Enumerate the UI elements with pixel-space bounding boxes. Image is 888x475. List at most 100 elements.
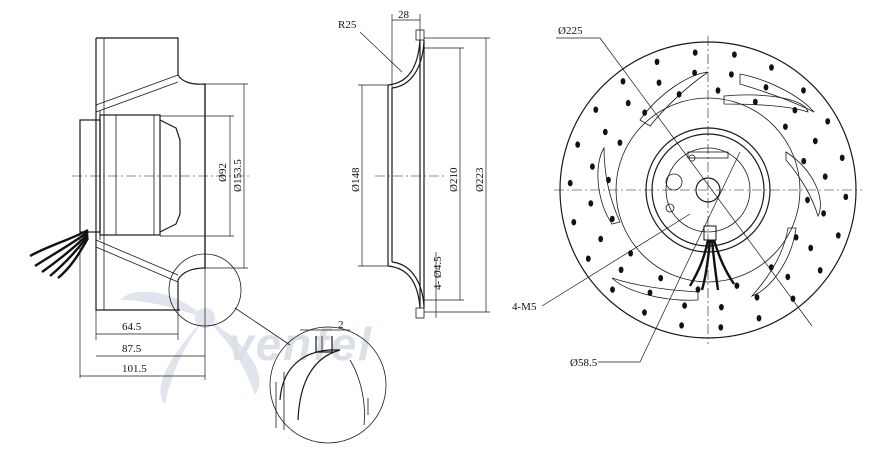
perforation-hole xyxy=(606,176,611,184)
perforation-hole xyxy=(642,309,647,316)
dim-87-5: 87.5 xyxy=(122,343,142,355)
perforation-hole xyxy=(793,234,799,241)
perforation-hole xyxy=(654,58,660,65)
detail-leader xyxy=(234,307,291,346)
perforation-hole xyxy=(729,71,734,78)
perforation-hole xyxy=(692,49,698,56)
dim-4-m5: 4-M5 xyxy=(512,301,537,313)
perforation-hole xyxy=(785,273,791,281)
dim-d153-5: Ø153.5 xyxy=(232,159,244,192)
motor-hub xyxy=(159,119,181,233)
perforation-hole xyxy=(588,200,594,207)
dim-leader-d58 xyxy=(639,151,741,363)
perforation-hole xyxy=(763,84,769,91)
perforation-hole xyxy=(679,322,684,329)
impeller-shroud xyxy=(96,37,206,310)
dim-d92: Ø92 xyxy=(217,163,229,182)
perforation-hole xyxy=(805,196,810,204)
detail-lip xyxy=(315,336,333,353)
perforation-hole xyxy=(732,51,737,58)
perforation-hole xyxy=(754,294,760,301)
perforation-hole xyxy=(625,99,631,107)
perforation-hole xyxy=(835,232,841,239)
blade-top-lines xyxy=(95,74,179,113)
inlet-ring-profile xyxy=(387,39,421,309)
perforation-hole xyxy=(620,78,626,85)
dim-d148: Ø148 xyxy=(350,167,362,192)
watermark: venfel xyxy=(120,291,373,405)
ring-edge xyxy=(391,261,425,307)
perforation-hole xyxy=(718,324,724,331)
dim-r25: R25 xyxy=(338,19,357,31)
perforation-hole xyxy=(792,107,798,114)
dim-leader-d225 xyxy=(599,37,813,327)
dim-d58-5: Ø58.5 xyxy=(570,357,598,369)
perforation-hole xyxy=(756,315,762,322)
perforation-hole xyxy=(812,137,818,145)
dim-d210: Ø210 xyxy=(448,167,460,192)
perforation-hole xyxy=(682,302,687,309)
motor-body xyxy=(99,114,161,236)
side-view: Ø92 Ø153.5 64.5 87.5 101.5 xyxy=(29,37,250,380)
perforation-hole xyxy=(839,154,845,161)
perforation-hole xyxy=(825,118,831,125)
dim-d225: Ø225 xyxy=(558,25,583,37)
mount-hole xyxy=(665,203,675,213)
perforation-hole xyxy=(617,139,623,146)
dim-leader xyxy=(359,31,403,73)
blade-bottom-lines xyxy=(95,239,179,283)
detail-line xyxy=(275,372,285,430)
motor-cables xyxy=(29,228,90,279)
perforation-hole xyxy=(571,219,577,226)
perforation-hole xyxy=(715,87,721,94)
dim-101-5: 101.5 xyxy=(122,363,147,375)
perforation-hole xyxy=(598,235,604,243)
perforation-hole xyxy=(676,91,682,98)
detail-shroud-profile xyxy=(279,349,341,421)
perforation-hole xyxy=(790,295,796,302)
ring-flange xyxy=(415,307,425,319)
dim-leader-4m5 xyxy=(541,213,691,307)
mount-hole xyxy=(688,154,696,162)
perforation-hole xyxy=(609,215,615,223)
capacitor-circle xyxy=(665,173,683,191)
impeller-blades xyxy=(597,71,821,301)
perforation-hole xyxy=(752,98,758,106)
perforation-hole xyxy=(768,264,774,271)
front-view: Ø225 4-M5 Ø58.5 xyxy=(512,25,862,369)
dim-4-d4-5: 4- Ø4.5 xyxy=(432,256,444,290)
detail-line xyxy=(349,359,365,426)
perforation-hole xyxy=(590,163,595,170)
perforation-hole xyxy=(602,128,608,136)
perforation-hole xyxy=(658,274,664,282)
perforation-hole xyxy=(647,289,653,296)
detail-view: 2 xyxy=(168,253,387,444)
detail-circle xyxy=(269,326,387,444)
detail-marker-circle xyxy=(168,253,242,327)
perforation-hole xyxy=(585,255,591,262)
perforation-hole xyxy=(817,267,823,274)
perforation-holes xyxy=(567,49,849,331)
perforation-hole xyxy=(801,87,806,94)
section-view: R25 28 Ø148 Ø210 Ø223 4- Ø4.5 xyxy=(338,9,490,319)
perforation-hole xyxy=(593,106,599,113)
perforation-hole xyxy=(610,286,615,293)
perforation-hole xyxy=(567,179,573,187)
perforation-hole xyxy=(783,123,788,130)
perforation-hole xyxy=(618,266,624,273)
watermark-text: venfel xyxy=(228,318,373,370)
perforation-hole xyxy=(692,69,697,77)
perforation-hole xyxy=(801,157,807,165)
perforation-hole xyxy=(719,304,724,311)
dim-64-5: 64.5 xyxy=(122,321,142,333)
perforation-hole xyxy=(695,286,701,293)
dim-d223: Ø223 xyxy=(474,167,486,192)
perforation-hole xyxy=(822,173,828,180)
perforation-hole xyxy=(734,282,740,289)
dim-28: 28 xyxy=(398,9,410,21)
perforation-hole xyxy=(642,109,648,116)
ring-edge xyxy=(391,41,425,89)
perforation-hole xyxy=(656,79,662,86)
front-cables xyxy=(688,225,735,291)
